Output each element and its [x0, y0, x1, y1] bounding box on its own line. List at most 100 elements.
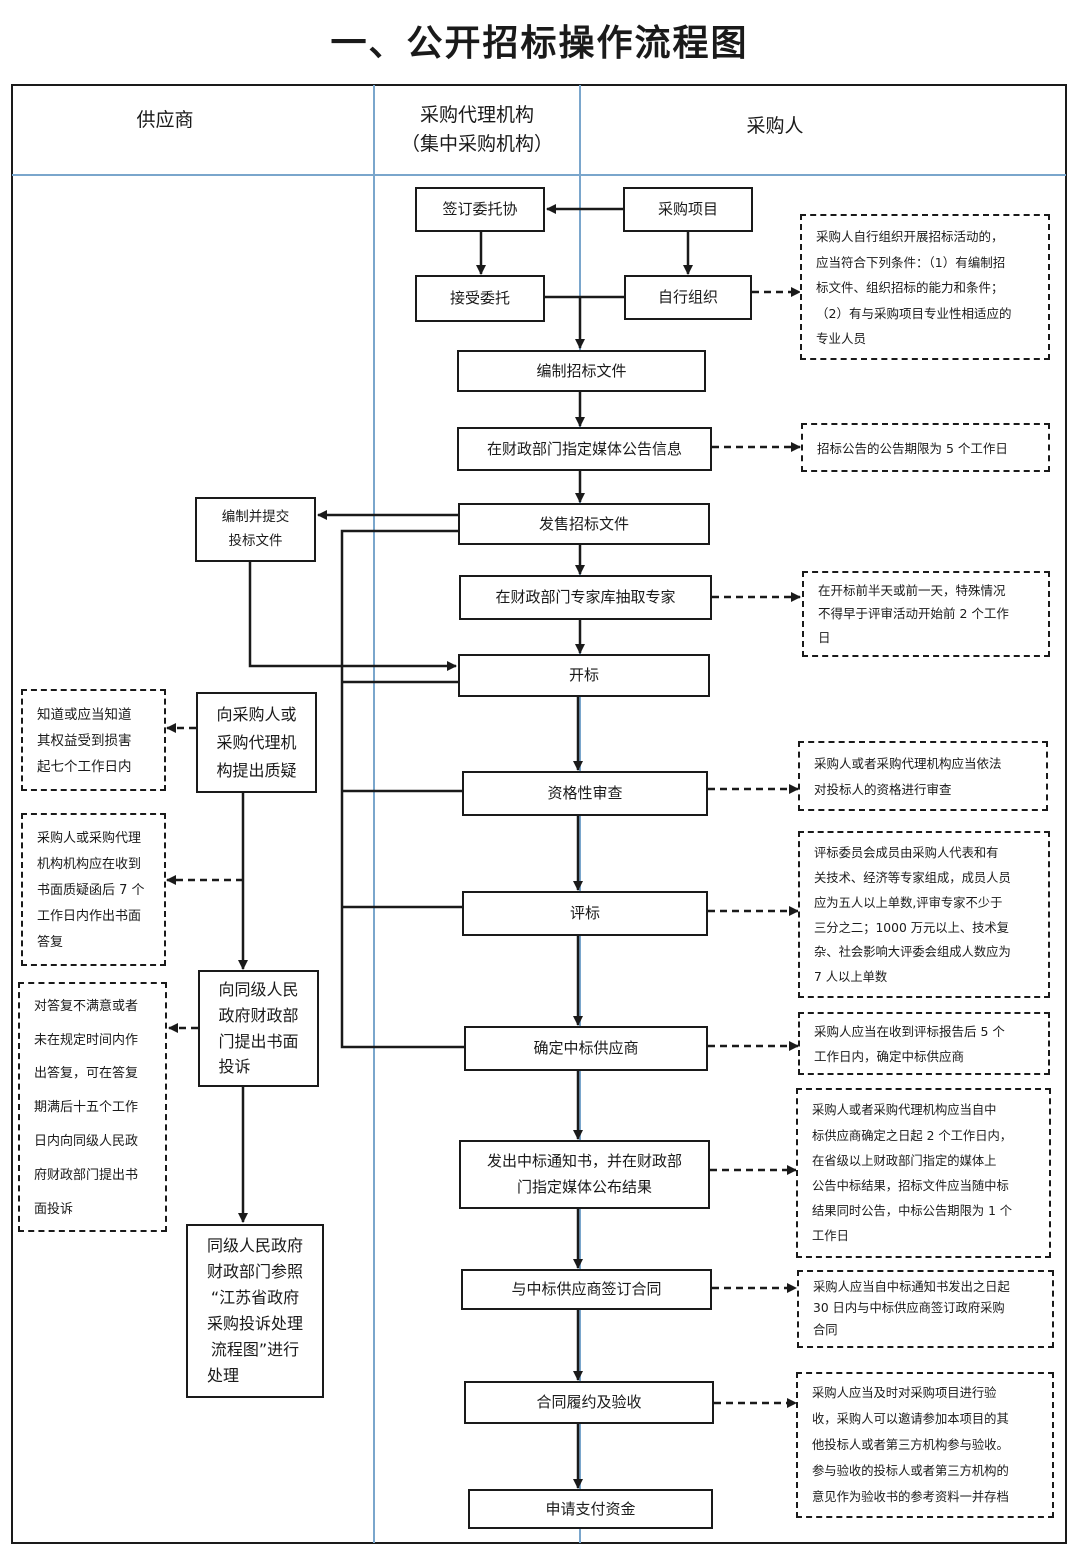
diagram-frame [11, 84, 1067, 1544]
node-issue-notice-line2: 门指定媒体公布结果 [516, 1177, 652, 1196]
lane-purchaser-label: 采购人 [746, 115, 804, 137]
node-perform-accept[interactable]: 合同履约及验收 [464, 1381, 714, 1424]
node-prepare-docs-label: 编制招标文件 [536, 361, 627, 380]
node-sign-contract-label: 与中标供应商签订合同 [511, 1280, 662, 1299]
node-open-bids-label: 开标 [568, 666, 599, 685]
note-complaint-line: 出答复，可在答复 [34, 1066, 139, 1082]
note-committee-line: 评标委员会成员由采购人代表和有 [814, 845, 999, 860]
note-publish-result: 采购人或者采购代理机构应当自中 标供应商确定之日起 2 个工作日内， 在省级以上… [796, 1088, 1051, 1258]
note-notice-period: 招标公告的公告期限为 5 个工作日 [801, 423, 1050, 472]
node-sign-entrust[interactable]: 签订委托协 [415, 187, 545, 232]
node-open-bids[interactable]: 开标 [458, 654, 710, 697]
note-self-org-line: 应当符合下列条件：（1）有编制招 [816, 254, 1006, 270]
node-handle-line1: 同级人民政府 [206, 1236, 303, 1256]
note-self-org-line: 采购人自行组织开展招标活动的， [816, 228, 1004, 244]
node-evaluation-label: 评标 [569, 904, 600, 923]
node-publish-info-label: 在财政部门指定媒体公告信息 [486, 439, 682, 458]
note-self-org-conditions: 采购人自行组织开展招标活动的， 应当符合下列条件：（1）有编制招 标文件、组织招… [800, 214, 1050, 360]
note-contract-line: 30 日内与中标供应商签订政府采购 [813, 1301, 1005, 1316]
node-prepare-docs[interactable]: 编制招标文件 [457, 350, 706, 392]
note-expert-line: 在开标前半天或前一天，特殊情况 [818, 583, 1006, 599]
node-issue-notice[interactable]: 发出中标通知书，并在财政部 门指定媒体公布结果 [459, 1140, 710, 1209]
note-result-line: 结果同时公告，中标公告期限为 1 个 [812, 1204, 1013, 1219]
node-file-complaint[interactable]: 向同级人民 政府财政部 门提出书面 投诉 [198, 970, 319, 1087]
note-winner-line: 工作日内，确定中标供应商 [814, 1048, 965, 1064]
note-query-line: 起七个工作日内 [37, 759, 132, 776]
note-expert-timing: 在开标前半天或前一天，特殊情况 不得早于评审活动开始前 2 个工作 日 [802, 571, 1050, 657]
node-qualification-review-label: 资格性审查 [547, 784, 623, 803]
note-accept-line: 收，采购人可以邀请参加本项目的其 [812, 1412, 1009, 1427]
note-accept-line: 他投标人或者第三方机构参与验收。 [812, 1438, 1009, 1453]
page-title: 一、公开招标操作流程图 [330, 23, 749, 64]
node-handle-line4: 采购投诉处理 [206, 1314, 303, 1333]
node-accept-entrust[interactable]: 接受委托 [415, 275, 545, 322]
note-winner: 采购人应当在收到评标报告后 5 个 工作日内，确定中标供应商 [798, 1012, 1050, 1075]
lane-header-supplier: 供应商 [80, 106, 250, 135]
note-accept-line: 采购人应当及时对采购项目进行验 [812, 1386, 997, 1401]
node-draw-experts[interactable]: 在财政部门专家库抽取专家 [459, 575, 712, 620]
node-file-complaint-line3: 门提出书面 [218, 1031, 299, 1051]
note-reply-line: 答复 [37, 934, 64, 950]
solid-connectors [238, 204, 693, 1489]
note-contract-line: 合同 [813, 1322, 838, 1337]
note-reply-deadline: 采购人或采购代理 机构机构应在收到 书面质疑函后 7 个 工作日内作出书面 答复 [21, 813, 166, 966]
note-acceptance: 采购人应当及时对采购项目进行验 收，采购人可以邀请参加本项目的其 他投标人或者第… [796, 1372, 1054, 1518]
node-prepare-bid[interactable]: 编制并提交 投标文件 [195, 497, 316, 562]
note-complaint-deadline: 对答复不满意或者 未在规定时间内作 出答复，可在答复 期满后十五个工作 日内向同… [18, 982, 167, 1232]
node-accept-entrust-label: 接受委托 [449, 289, 510, 308]
node-perform-accept-label: 合同履约及验收 [536, 1393, 642, 1412]
note-accept-line: 参与验收的投标人或者第三方机构的 [812, 1463, 1009, 1478]
node-purchase-project-label: 采购项目 [657, 200, 718, 219]
lane-agency-line1: 采购代理机构 [419, 104, 534, 126]
note-reply-line: 机构机构应在收到 [37, 856, 142, 872]
arrow-bid-to-open [248, 562, 457, 671]
node-raise-query-line2: 采购代理机 [216, 732, 297, 752]
note-self-org-line: 专业人员 [816, 331, 867, 347]
note-complaint-line: 日内向同级人民政 [34, 1133, 139, 1149]
note-reply-line: 采购人或采购代理 [37, 830, 142, 846]
node-raise-query-line3: 构提出质疑 [216, 760, 297, 780]
node-handle-line2: 财政部门参照 [206, 1262, 303, 1282]
note-winner-line: 采购人应当在收到评标报告后 5 个 [814, 1024, 1005, 1040]
node-determine-winner-label: 确定中标供应商 [533, 1039, 639, 1058]
note-complaint-line: 未在规定时间内作 [34, 1032, 139, 1048]
note-committee-line: 应为五人以上单数,评审专家不少于 [814, 895, 1003, 910]
node-raise-query-line1: 向采购人或 [216, 704, 297, 724]
node-handle-line3: “江苏省政府 [210, 1288, 300, 1308]
node-handle-complaint[interactable]: 同级人民政府 财政部门参照 “江苏省政府 采购投诉处理 流程图”进行 处理 [186, 1224, 324, 1398]
note-committee: 评标委员会成员由采购人代表和有 关技术、经济等专家组成，成员人员 应为五人以上单… [798, 831, 1050, 998]
node-apply-payment[interactable]: 申请支付资金 [468, 1489, 713, 1529]
note-qualification: 采购人或者采购代理机构应当依法 对投标人的资格进行审查 [798, 741, 1048, 811]
node-file-complaint-line2: 政府财政部 [218, 1005, 299, 1025]
note-complaint-line: 对答复不满意或者 [34, 998, 139, 1014]
node-sign-entrust-label: 签订委托协 [442, 200, 518, 219]
node-determine-winner[interactable]: 确定中标供应商 [464, 1026, 708, 1071]
note-expert-line: 不得早于评审活动开始前 2 个工作 [818, 606, 1009, 622]
note-expert-line: 日 [818, 629, 831, 645]
node-evaluation[interactable]: 评标 [462, 891, 708, 936]
node-prepare-bid-line1: 编制并提交 [221, 508, 290, 525]
dashed-connectors [166, 287, 801, 1408]
note-result-line: 标供应商确定之日起 2 个工作日内， [812, 1128, 1013, 1143]
node-sign-contract[interactable]: 与中标供应商签订合同 [461, 1269, 712, 1310]
node-self-organize[interactable]: 自行组织 [624, 275, 752, 320]
node-prepare-bid-line2: 投标文件 [228, 532, 283, 549]
node-qualification-review[interactable]: 资格性审查 [462, 771, 708, 816]
node-publish-info[interactable]: 在财政部门指定媒体公告信息 [457, 427, 712, 471]
node-issue-notice-line1: 发出中标通知书，并在财政部 [486, 1152, 682, 1170]
note-committee-line: 杂、社会影响大评委会组成人数应为 [814, 945, 1011, 960]
note-committee-line: 三分之二；1000 万元以上、技术复 [814, 920, 1010, 935]
node-raise-query[interactable]: 向采购人或 采购代理机 构提出质疑 [196, 692, 317, 793]
node-sell-docs-label: 发售招标文件 [538, 514, 629, 533]
note-qual-line: 对投标人的资格进行审查 [814, 782, 952, 797]
node-sell-docs[interactable]: 发售招标文件 [458, 503, 710, 545]
node-file-complaint-line4: 投诉 [218, 1057, 251, 1077]
note-complaint-line: 府财政部门提出书 [34, 1167, 139, 1183]
lane-header-purchaser: 采购人 [690, 112, 860, 141]
note-result-line: 采购人或者采购代理机构应当自中 [812, 1103, 997, 1118]
lane-header-agency: 采购代理机构 （集中采购机构） [376, 101, 578, 158]
note-self-org-line: 标文件、组织招标的能力和条件； [816, 280, 1004, 296]
node-self-organize-label: 自行组织 [657, 288, 718, 307]
node-purchase-project[interactable]: 采购项目 [623, 187, 753, 232]
